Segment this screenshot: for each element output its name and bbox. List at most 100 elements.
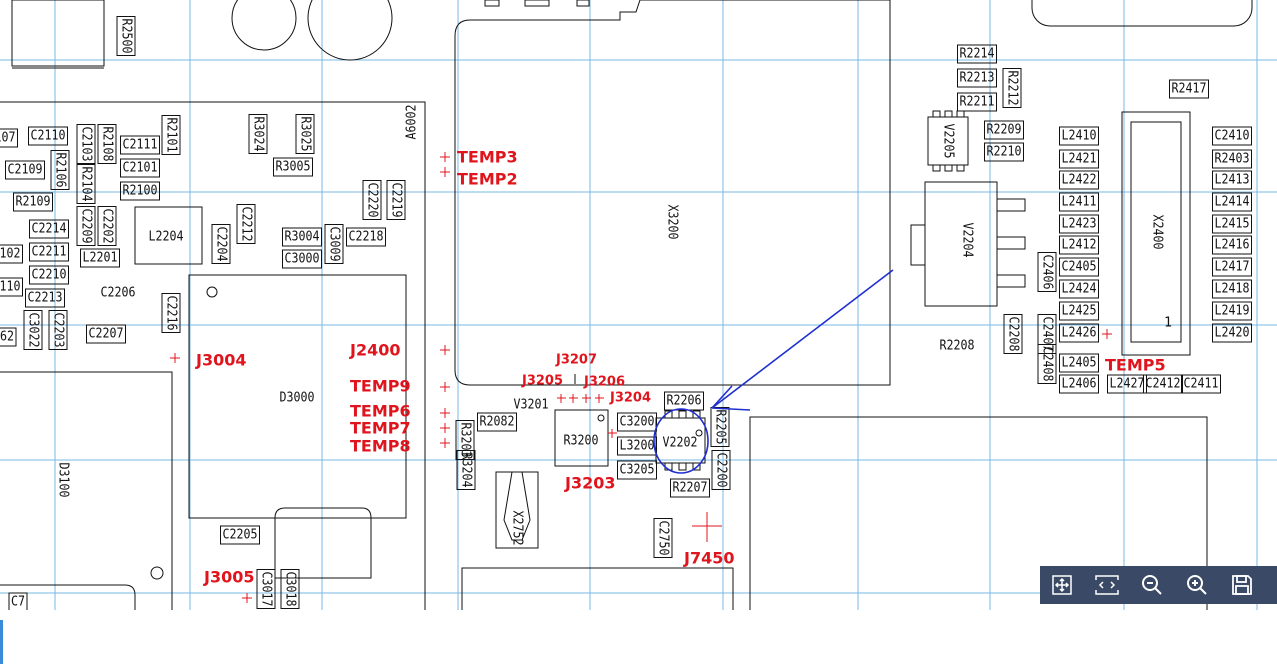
svg-text:R3005: R3005 bbox=[276, 160, 311, 175]
svg-text:R3004: R3004 bbox=[285, 230, 320, 245]
test-point-j7450: J7450 bbox=[683, 549, 734, 568]
svg-text:C2209: C2209 bbox=[79, 209, 94, 244]
component-r3005: R3005 bbox=[273, 157, 313, 177]
component-l2423: L2423 bbox=[1059, 214, 1099, 234]
component-r2205: R2205 bbox=[710, 407, 730, 447]
test-point-temp9: TEMP9 bbox=[350, 377, 411, 396]
svg-text:V3201: V3201 bbox=[514, 398, 549, 413]
component-r3200: R3200 bbox=[564, 434, 599, 449]
component-r3004: R3004 bbox=[282, 227, 322, 247]
test-point-j3207: J3207 bbox=[555, 353, 597, 368]
svg-text:R2108: R2108 bbox=[100, 127, 115, 162]
test-point-j3205: J3205 bbox=[521, 374, 563, 389]
svg-text:L2413: L2413 bbox=[1215, 173, 1250, 188]
component-c2213: C2213 bbox=[25, 288, 65, 308]
fit-screen-button[interactable] bbox=[1044, 569, 1080, 601]
component-l2414: L2414 bbox=[1212, 192, 1252, 212]
svg-text:L2204: L2204 bbox=[149, 230, 184, 245]
component-c3205: C3205 bbox=[617, 460, 657, 480]
svg-text:C2206: C2206 bbox=[101, 286, 136, 301]
test-point-markers bbox=[170, 152, 1112, 603]
component-l2422: L2422 bbox=[1059, 170, 1099, 190]
svg-text:C2204: C2204 bbox=[214, 227, 229, 262]
component-l2427: L2427 bbox=[1107, 374, 1147, 394]
component-c2750: C2750 bbox=[653, 518, 673, 558]
component-d3100: D3100 bbox=[56, 463, 71, 498]
test-point-labels: TEMP3TEMP2J3004J2400TEMP9TEMP6TEMP7TEMP8… bbox=[195, 148, 1166, 587]
svg-text:V2205: V2205 bbox=[941, 124, 956, 159]
svg-text:V2204: V2204 bbox=[960, 223, 975, 258]
component-r2206: R2206 bbox=[664, 391, 704, 411]
component-r2403: R2403 bbox=[1212, 149, 1252, 169]
component-c2218: C2218 bbox=[346, 227, 386, 247]
component-c2210: C2210 bbox=[29, 265, 69, 285]
test-point-j2400: J2400 bbox=[349, 341, 400, 360]
svg-text:L2406: L2406 bbox=[1062, 377, 1097, 392]
svg-text:D3100: D3100 bbox=[56, 463, 71, 498]
component-l2412: L2412 bbox=[1059, 235, 1099, 255]
svg-text:L2426: L2426 bbox=[1062, 326, 1097, 341]
component-c2214: C2214 bbox=[29, 219, 69, 239]
svg-text:C2220: C2220 bbox=[365, 183, 380, 218]
component-l3200: L3200 bbox=[617, 436, 657, 456]
component-r3203: R3203 bbox=[455, 420, 475, 460]
fit-width-button[interactable] bbox=[1089, 569, 1125, 601]
svg-text:R2417: R2417 bbox=[1172, 82, 1207, 97]
fit-width-icon bbox=[1095, 575, 1119, 595]
component-r2208: R2208 bbox=[940, 339, 975, 354]
test-point-temp7: TEMP7 bbox=[350, 419, 411, 438]
component-c3062: 62 bbox=[0, 327, 17, 347]
component-l2425: L2425 bbox=[1059, 301, 1099, 321]
svg-text:V2202: V2202 bbox=[663, 436, 698, 451]
component-c2111: C2111 bbox=[120, 135, 160, 155]
test-point-temp5: TEMP5 bbox=[1105, 356, 1166, 375]
svg-text:C3009: C3009 bbox=[327, 227, 342, 262]
component-c2216: C2216 bbox=[161, 293, 181, 333]
svg-text:R2106: R2106 bbox=[53, 153, 68, 188]
component-c2209: C2209 bbox=[76, 206, 96, 246]
svg-text:C2202: C2202 bbox=[100, 209, 115, 244]
component-c3022: C3022 bbox=[23, 310, 43, 350]
svg-text:C3000: C3000 bbox=[285, 252, 320, 267]
zoom-in-button[interactable] bbox=[1179, 569, 1215, 601]
component-r2104: R2104 bbox=[76, 164, 96, 204]
svg-text:C2111: C2111 bbox=[123, 138, 158, 153]
component-r2212: R2212 bbox=[1002, 68, 1022, 108]
zoom-out-button[interactable] bbox=[1134, 569, 1170, 601]
component-pins bbox=[664, 110, 965, 471]
svg-text:R2104: R2104 bbox=[79, 167, 94, 202]
component-l2204: L2204 bbox=[149, 230, 184, 245]
component-c2103: C2103 bbox=[76, 124, 96, 164]
svg-text:C2207: C2207 bbox=[89, 327, 124, 342]
svg-text:L2425: L2425 bbox=[1062, 304, 1097, 319]
component-l2201: L2201 bbox=[80, 248, 120, 268]
svg-text:R2101: R2101 bbox=[164, 118, 179, 153]
component-r2101: R2101 bbox=[161, 115, 181, 155]
svg-text:X3200: X3200 bbox=[665, 205, 680, 240]
component-c3018: C3018 bbox=[280, 569, 300, 609]
component-l2416: L2416 bbox=[1212, 235, 1252, 255]
svg-text:C7: C7 bbox=[11, 595, 25, 610]
svg-text:62: 62 bbox=[0, 330, 14, 345]
svg-text:D3000: D3000 bbox=[280, 391, 315, 406]
component-c2205: C2205 bbox=[220, 525, 260, 545]
svg-text:C2203: C2203 bbox=[51, 313, 66, 348]
svg-text:C2750: C2750 bbox=[656, 521, 671, 556]
svg-text:L2424: L2424 bbox=[1062, 282, 1097, 297]
component-x3200: X3200 bbox=[665, 205, 680, 240]
component-c2410: C2410 bbox=[1212, 126, 1252, 146]
svg-text:L2415: L2415 bbox=[1215, 217, 1250, 232]
print-button[interactable] bbox=[1269, 569, 1277, 601]
component-l2410: L2410 bbox=[1059, 126, 1099, 146]
svg-text:R2205: R2205 bbox=[713, 410, 728, 445]
schematic-viewer[interactable]: R2500A6002R3024R3025R3005107C2110C2103R2… bbox=[0, 0, 1277, 610]
component-r2213: R2213 bbox=[957, 68, 997, 88]
save-button[interactable] bbox=[1224, 569, 1260, 601]
component-c2212: C2212 bbox=[236, 204, 256, 244]
svg-text:C2205: C2205 bbox=[223, 528, 258, 543]
component-c2211: C2211 bbox=[29, 242, 69, 262]
svg-text:L2418: L2418 bbox=[1215, 282, 1250, 297]
zoom-out-icon bbox=[1142, 575, 1162, 595]
component-r2417: R2417 bbox=[1169, 79, 1209, 99]
svg-text:C3017: C3017 bbox=[259, 572, 274, 607]
